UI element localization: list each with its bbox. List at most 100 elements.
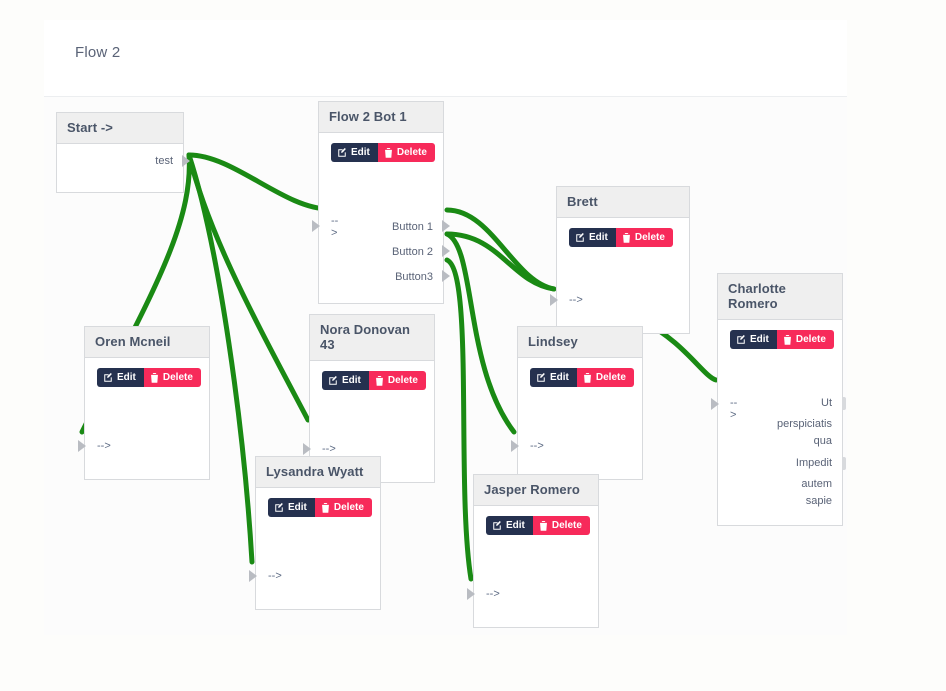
text-block-1-line-3: qua xyxy=(813,434,832,447)
text-block-2-line-3-row: sapie xyxy=(718,492,842,509)
edit-button-label: Edit xyxy=(506,520,525,531)
trash-icon xyxy=(622,232,631,243)
port-row-button-3[interactable]: Button3 xyxy=(319,264,450,289)
delete-button[interactable]: Delete xyxy=(314,498,372,517)
edit-button-label: Edit xyxy=(288,502,307,513)
text-block-2-line-1-row[interactable]: Impedit xyxy=(718,457,846,475)
delete-button[interactable]: Delete xyxy=(576,368,634,387)
port-out-test[interactable]: test xyxy=(57,144,190,178)
edit-button[interactable]: Edit xyxy=(569,228,616,247)
port-row-in[interactable]: --> xyxy=(78,435,209,457)
node-jasper-romero[interactable]: Jasper Romero Edit Delete xyxy=(467,474,599,628)
connector-handle-in-icon[interactable] xyxy=(511,440,519,452)
connector-handle-in-icon[interactable] xyxy=(550,294,558,306)
node-start[interactable]: Start -> test xyxy=(56,112,190,193)
node-lysandra-wyatt[interactable]: Lysandra Wyatt Edit Delete xyxy=(249,456,381,610)
connector-handle-in-icon[interactable] xyxy=(249,570,257,582)
connector-handle-in-icon[interactable] xyxy=(78,440,86,452)
node-flow2bot1-body: Edit Delete --> Button 1 xyxy=(312,133,450,303)
port-row-in[interactable]: --> xyxy=(303,438,434,460)
node-flow2bot1-title: Flow 2 Bot 1 xyxy=(319,102,443,133)
node-brett-title: Brett xyxy=(557,187,689,218)
edit-button-label: Edit xyxy=(342,375,361,386)
node-nora-donovan-body: Edit Delete --> xyxy=(303,361,434,482)
connector-handle-in-icon[interactable] xyxy=(303,443,311,455)
connector-handle-out-icon[interactable] xyxy=(442,220,450,232)
node-charlotte-romero-title: Charlotte Romero xyxy=(718,274,842,320)
port-row-in[interactable]: --> xyxy=(550,289,689,311)
delete-button[interactable]: Delete xyxy=(143,368,201,387)
port-row-button-2[interactable]: Button 2 xyxy=(319,239,450,264)
port-out-button1-label: Button 1 xyxy=(392,220,433,233)
node-oren-mcneil[interactable]: Oren Mcneil Edit Delete xyxy=(78,326,210,480)
edge-button1-to-brett xyxy=(444,207,557,292)
connector-handle-out-icon[interactable] xyxy=(442,270,450,282)
port-in-label: --> xyxy=(486,588,500,600)
port-row-in[interactable]: --> xyxy=(511,435,642,457)
trash-icon xyxy=(783,334,792,345)
edit-button[interactable]: Edit xyxy=(331,143,378,162)
edit-button-label: Edit xyxy=(117,372,136,383)
node-nora-donovan[interactable]: Nora Donovan 43 Edit Delete xyxy=(303,314,435,483)
node-lysandra-wyatt-body: Edit Delete --> xyxy=(249,488,380,609)
connector-handle-in-icon[interactable] xyxy=(312,220,320,232)
node-charlotte-romero-body: Edit Delete --> Ut xyxy=(711,320,846,525)
pencil-square-icon xyxy=(536,372,546,383)
trash-icon xyxy=(150,372,159,383)
connector-handle-out-icon[interactable] xyxy=(442,245,450,257)
edit-button[interactable]: Edit xyxy=(530,368,577,387)
delete-button-label: Delete xyxy=(396,147,427,158)
node-start-body: test xyxy=(57,144,190,192)
node-start-title: Start -> xyxy=(57,113,183,144)
port-row-in[interactable]: --> Ut xyxy=(711,397,846,421)
node-brett[interactable]: Brett Edit Delete xyxy=(550,186,690,334)
text-block-1-line-2: perspiciatis xyxy=(776,417,832,430)
edit-button[interactable]: Edit xyxy=(486,516,533,535)
connector-handle-out-icon[interactable] xyxy=(842,397,846,410)
delete-button[interactable]: Delete xyxy=(377,143,435,162)
text-block-1-line-2-row: perspiciatis xyxy=(718,415,842,432)
edit-button[interactable]: Edit xyxy=(97,368,144,387)
node-flow2bot1[interactable]: Flow 2 Bot 1 Edit Delete xyxy=(312,101,450,304)
trash-icon xyxy=(583,372,592,383)
connector-handle-in-icon[interactable] xyxy=(467,588,475,600)
node-jasper-romero-actions: Edit Delete xyxy=(474,506,598,535)
text-block-2-line-1: Impedit xyxy=(795,457,832,469)
edit-button[interactable]: Edit xyxy=(322,371,369,390)
port-out-test-label: test xyxy=(155,155,173,167)
delete-button[interactable]: Delete xyxy=(368,371,426,390)
edit-button[interactable]: Edit xyxy=(268,498,315,517)
port-row-in[interactable]: --> xyxy=(249,565,380,587)
flow-canvas[interactable]: Start -> test Flow 2 Bot 1 Edit xyxy=(44,97,847,635)
pencil-square-icon xyxy=(103,372,113,383)
node-lindsey-body: Edit Delete --> xyxy=(511,358,642,479)
text-block-2-line-3: sapie xyxy=(805,494,832,507)
node-start-padding xyxy=(57,178,183,192)
node-jasper-romero-spacer xyxy=(474,535,598,583)
connector-handle-in-icon[interactable] xyxy=(711,398,719,410)
node-oren-mcneil-body: Edit Delete --> xyxy=(78,358,209,479)
flow-header-panel: Flow 2 xyxy=(44,20,847,97)
port-in-label: --> xyxy=(530,440,544,452)
trash-icon xyxy=(539,520,548,531)
edge-button3-to-jasper xyxy=(444,257,474,582)
node-lindsey[interactable]: Lindsey Edit Delete xyxy=(511,326,643,480)
delete-button[interactable]: Delete xyxy=(532,516,590,535)
node-jasper-romero-body: Edit Delete --> xyxy=(467,506,598,627)
node-flow2bot1-ports: --> Button 1 Button 2 Button3 xyxy=(312,214,450,289)
node-charlotte-romero-actions: Edit Delete xyxy=(718,320,842,349)
port-row-button-1[interactable]: --> Button 1 xyxy=(312,214,450,239)
delete-button[interactable]: Delete xyxy=(615,228,673,247)
node-oren-mcneil-title: Oren Mcneil xyxy=(85,327,209,358)
port-row-in[interactable]: --> xyxy=(467,583,598,605)
delete-button-label: Delete xyxy=(387,375,418,386)
pencil-square-icon xyxy=(736,334,746,345)
connector-handle-out-icon[interactable] xyxy=(182,155,190,167)
delete-button[interactable]: Delete xyxy=(776,330,834,349)
node-charlotte-romero[interactable]: Charlotte Romero Edit Delete xyxy=(711,273,846,526)
trash-icon xyxy=(375,375,384,386)
edit-button[interactable]: Edit xyxy=(730,330,777,349)
node-flow2bot1-spacer xyxy=(319,162,443,214)
page-title: Flow 2 xyxy=(75,44,121,61)
connector-handle-out-icon[interactable] xyxy=(842,457,846,470)
